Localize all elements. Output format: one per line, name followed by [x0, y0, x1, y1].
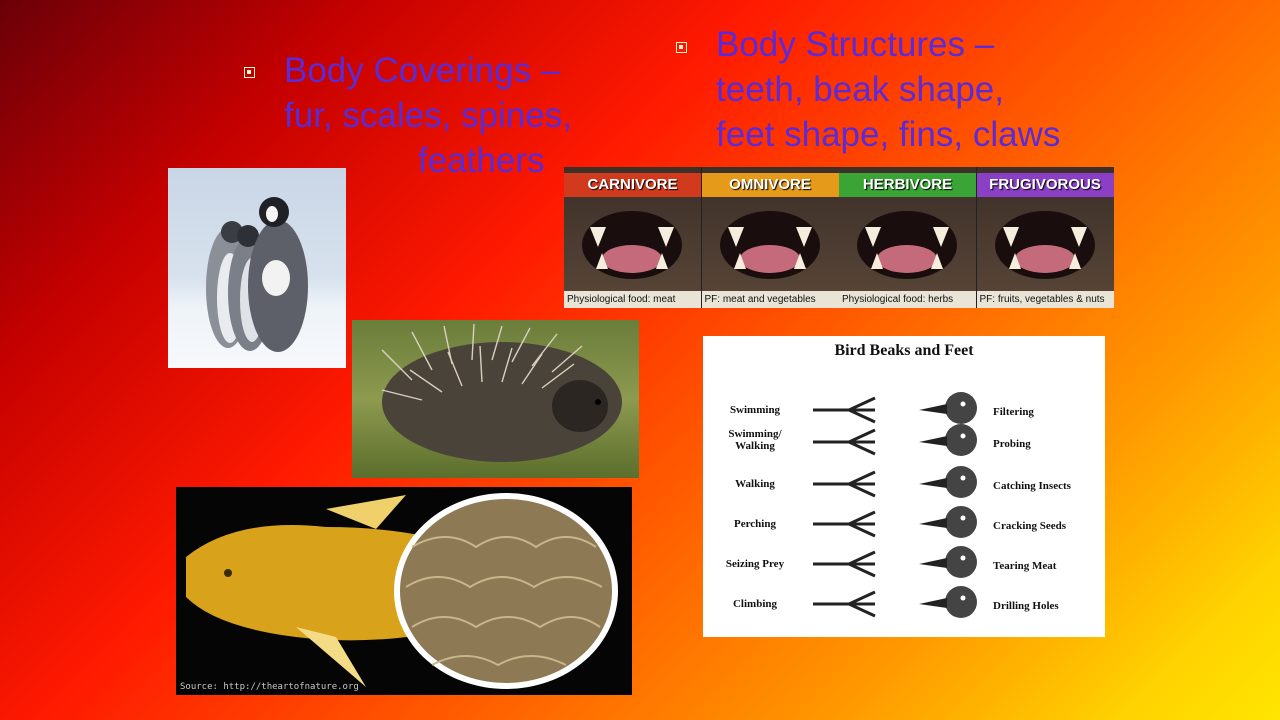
teeth-panel-caption: PF: fruits, vegetables & nuts — [976, 291, 1114, 308]
bird-foot-icon — [813, 396, 876, 424]
teeth-panel-caption: Physiological food: meat — [564, 291, 701, 308]
bird-beak-icon — [919, 546, 977, 578]
foot-type-label: Seizing Prey — [725, 558, 785, 570]
beak-type-label: Catching Insects — [993, 480, 1071, 492]
teeth-panel-label: FRUGIVOROUS — [976, 173, 1114, 197]
beak-type-label: Filtering — [993, 406, 1034, 418]
foot-type-label: Climbing — [732, 598, 777, 610]
body-coverings-text: Body Coverings – fur, scales, spines, fe… — [244, 48, 614, 183]
bird-foot-icon — [813, 510, 876, 538]
bird-beak-icon — [919, 424, 977, 456]
beak-type-label: Probing — [993, 438, 1031, 450]
bullet-icon — [676, 42, 687, 53]
bird-chart-title: Bird Beaks and Feet — [834, 342, 974, 359]
teeth-panel-caption: Physiological food: herbs — [839, 291, 976, 308]
source-caption: Source: http://theartofnature.org — [180, 682, 359, 692]
bird-foot-icon — [813, 590, 876, 618]
bird-foot-icon — [813, 470, 876, 498]
foot-type-label: Swimming/ Walking — [728, 428, 782, 452]
koi-scales-photo: Source: http://theartofnature.org — [176, 487, 632, 695]
teeth-panel-frugivorous: FRUGIVOROUS PF: fruits, vegetables & nuts — [976, 167, 1114, 308]
structures-line3: feet shape, fins, claws — [716, 115, 1061, 154]
penguins-photo — [168, 168, 346, 368]
teeth-panel-caption: PF: meat and vegetables — [701, 291, 839, 308]
teeth-panel-omnivore: OMNIVORE PF: meat and vegetables — [701, 167, 839, 308]
bird-beak-icon — [919, 506, 977, 538]
teeth-panel-label: OMNIVORE — [701, 173, 839, 197]
bird-beak-icon — [919, 466, 977, 498]
body-structures-text: Body Structures – teeth, beak shape, fee… — [676, 22, 1136, 157]
structures-line2: teeth, beak shape, — [716, 70, 1004, 109]
teeth-panel-label: HERBIVORE — [839, 173, 976, 197]
bird-foot-icon — [813, 428, 876, 456]
mouth-teeth-icon — [857, 211, 957, 279]
foot-type-label: Swimming — [729, 404, 781, 416]
bird-beak-icon — [919, 392, 977, 424]
teeth-panel-label: CARNIVORE — [564, 173, 701, 197]
teeth-panel-carnivore: CARNIVORE Physiological food: meat — [564, 167, 701, 308]
bullet-icon — [244, 67, 255, 78]
teeth-panel-herbivore: HERBIVORE Physiological food: herbs — [839, 167, 976, 308]
mouth-teeth-icon — [582, 211, 682, 279]
bird-beak-icon — [919, 586, 977, 618]
beak-type-label: Drilling Holes — [993, 600, 1059, 612]
beak-type-label: Tearing Meat — [993, 560, 1057, 572]
bird-foot-icon — [813, 550, 876, 578]
structures-line1: Body Structures – — [716, 25, 995, 64]
mouth-teeth-icon — [719, 211, 820, 279]
coverings-line3: feathers — [418, 141, 545, 180]
coverings-line2: fur, scales, spines, — [284, 96, 572, 135]
beak-type-label: Cracking Seeds — [993, 520, 1067, 532]
coverings-line1: Body Coverings – — [284, 51, 561, 90]
porcupine-photo — [352, 320, 639, 478]
mouth-teeth-icon — [994, 211, 1095, 279]
foot-type-label: Perching — [734, 518, 776, 530]
foot-type-label: Walking — [735, 478, 775, 490]
